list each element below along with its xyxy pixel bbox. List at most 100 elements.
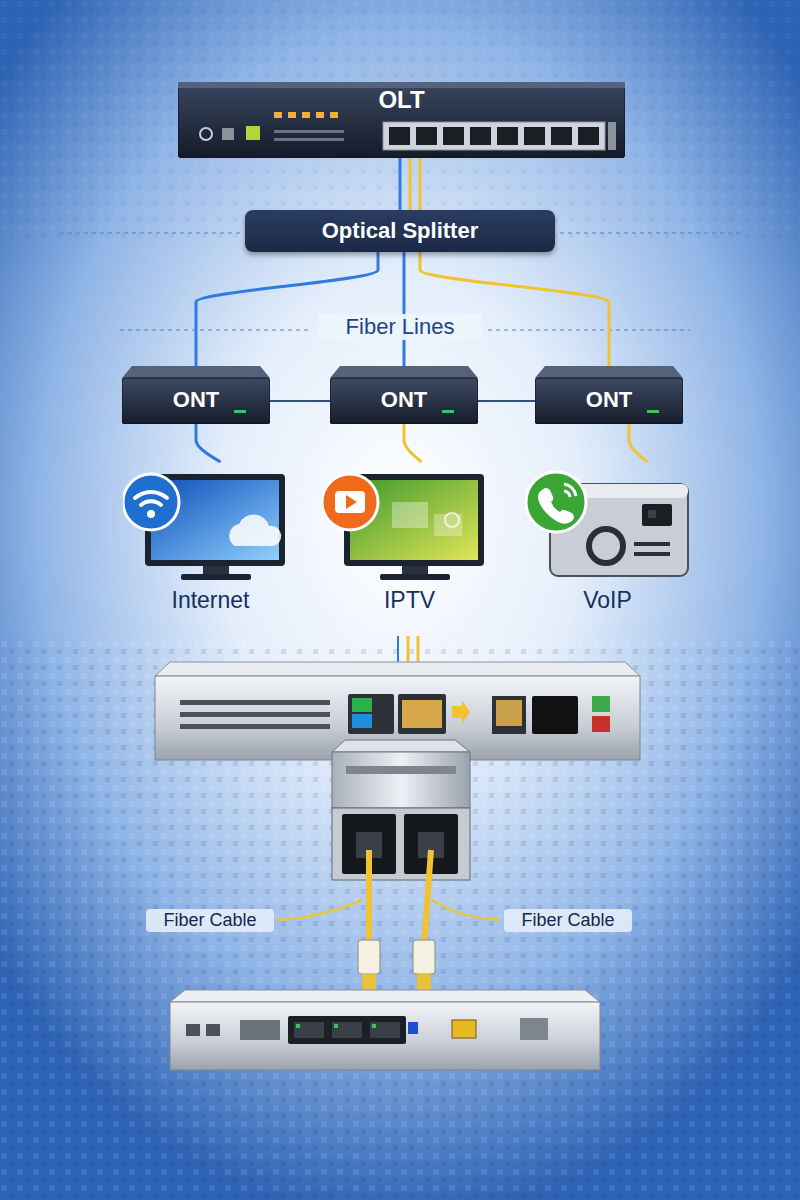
decor-rect	[398, 694, 446, 734]
device-box: ONT	[330, 366, 478, 424]
decor-line	[560, 233, 740, 234]
service-node: Internet	[123, 462, 298, 618]
fiber-connector	[270, 400, 330, 402]
port	[578, 127, 599, 145]
decor-rect	[246, 126, 260, 140]
decor-rect	[352, 698, 372, 712]
decor-rect	[240, 1020, 280, 1040]
port	[443, 127, 464, 145]
callout-label: Fiber Cable	[504, 909, 632, 932]
node-label: Internet	[172, 587, 250, 614]
port	[497, 127, 518, 145]
decor-path	[424, 850, 431, 945]
callout-label: Fiber Cable	[146, 909, 274, 932]
decor-rect	[302, 112, 310, 118]
decor-line	[409, 158, 412, 210]
decor-path	[229, 514, 281, 546]
device-box: ONT	[535, 366, 683, 424]
decor-line	[407, 636, 410, 664]
decor-g	[170, 990, 600, 1070]
decor-path	[277, 900, 362, 920]
decor-rect	[332, 808, 470, 880]
fiber-connector	[629, 424, 648, 462]
decor-rect	[346, 766, 456, 774]
decor-rect	[170, 1002, 600, 1070]
decor-rect	[288, 112, 296, 118]
decor-polygon	[346, 495, 357, 509]
decor-rect	[186, 1024, 200, 1036]
decor-rect	[417, 974, 431, 990]
fiber-connector	[399, 158, 402, 210]
device-box: OLT	[178, 82, 625, 158]
port	[416, 127, 437, 145]
decor-rect	[358, 940, 380, 974]
decor-rect	[496, 700, 522, 726]
decor-rect	[288, 1016, 406, 1044]
decor-rect	[348, 694, 394, 734]
decor-rect	[492, 696, 526, 734]
decor-rect	[408, 1022, 418, 1034]
decor-rect	[380, 574, 450, 580]
decor-polygon	[332, 740, 470, 752]
decor-rect	[222, 128, 234, 140]
fiber-connector	[478, 400, 535, 402]
decor-rect	[181, 574, 251, 580]
decor-path	[366, 850, 372, 945]
decor-path	[564, 491, 570, 497]
decor-rect	[402, 566, 428, 574]
fiber-connector	[404, 424, 422, 462]
decor-rect	[155, 676, 640, 760]
decor-rect	[0, 640, 800, 1200]
decor-rect	[203, 566, 229, 574]
decor-rect	[592, 716, 610, 732]
service-node: IPTV	[322, 462, 497, 618]
decor-rect	[532, 696, 578, 734]
decor-line	[419, 158, 422, 210]
decor-rect	[452, 1020, 476, 1038]
node-label: Optical Splitter	[322, 218, 478, 244]
port	[524, 127, 545, 145]
decor-rect	[234, 410, 246, 413]
decor-rect	[634, 552, 670, 556]
decor-rect	[608, 122, 616, 150]
decor-rect	[296, 1024, 300, 1028]
node-label: VoIP	[583, 587, 632, 614]
decor-g	[389, 127, 599, 145]
splitter-box: Optical Splitter	[245, 210, 555, 252]
port	[470, 127, 491, 145]
decor-rect	[434, 514, 462, 536]
decor-circle	[526, 472, 586, 532]
decor-circle	[200, 128, 212, 140]
decor-rect	[335, 491, 365, 513]
decor-rect	[180, 724, 330, 729]
decor-path	[564, 484, 576, 496]
decor-path	[141, 501, 161, 505]
node-label: ONT	[381, 387, 427, 413]
decor-line	[60, 233, 240, 234]
decor-rect	[402, 700, 442, 728]
decor-rect	[392, 502, 428, 528]
decor-rect	[352, 714, 372, 728]
decor-path	[538, 488, 574, 524]
decor-path	[432, 900, 500, 920]
fiber-connector	[196, 424, 221, 462]
decor-circle	[589, 529, 623, 563]
decor-path	[135, 492, 167, 498]
decor-rect	[372, 1024, 376, 1028]
port	[389, 127, 410, 145]
node-label: IPTV	[384, 587, 435, 614]
decor-polygon	[155, 662, 640, 676]
decor-polygon	[535, 366, 683, 378]
decor-g	[332, 740, 470, 880]
decor-line	[488, 330, 690, 331]
decor-rect	[180, 700, 330, 705]
decor-rect	[316, 112, 324, 118]
node-label: ONT	[173, 387, 219, 413]
decor-rect	[642, 504, 672, 526]
decor-rect	[206, 1024, 220, 1036]
decor-line	[120, 330, 312, 331]
decor-line	[397, 636, 399, 664]
decor-rect	[592, 696, 610, 712]
decor-rect	[442, 410, 454, 413]
service-icon	[520, 462, 695, 587]
